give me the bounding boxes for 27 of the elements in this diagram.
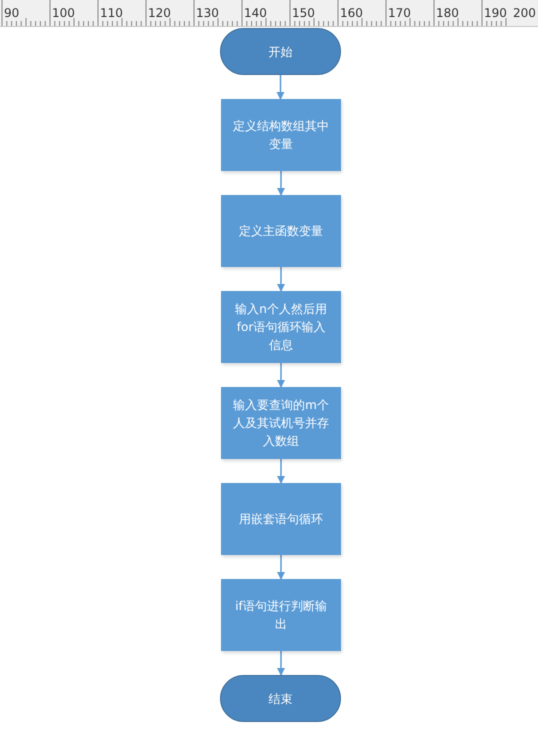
arrow	[277, 267, 285, 292]
process-box: 定义主函数变量	[221, 195, 341, 267]
process-box: 输入要查询的m个人及其试机号并存入数组	[221, 387, 341, 459]
process-box: 用嵌套语句循环	[221, 483, 341, 555]
ruler-number: 100	[52, 6, 75, 20]
arrow	[276, 75, 284, 100]
ruler-number: 170	[388, 6, 411, 20]
arrow	[277, 651, 285, 676]
ruler-number: 180	[436, 6, 459, 20]
ruler-number: 130	[196, 6, 219, 20]
ruler-number: 150	[292, 6, 315, 20]
ruler-number: 200	[513, 6, 536, 20]
ruler-number: 140	[244, 6, 267, 20]
ruler-number: 160	[340, 6, 363, 20]
arrow	[277, 459, 285, 484]
process-box: if语句进行判断输出	[221, 579, 341, 651]
arrow	[277, 555, 285, 580]
terminal-shape: 开始	[220, 28, 341, 75]
ruler-number: 190	[484, 6, 507, 20]
arrow	[277, 171, 285, 196]
process-box: 定义结构数组其中变量	[221, 99, 341, 171]
arrow	[277, 363, 285, 388]
terminal-shape: 结束	[220, 675, 341, 722]
ruler-number: 120	[148, 6, 171, 20]
process-box: 输入n个人然后用for语句循环输入信息	[221, 291, 341, 363]
ruler-number: 90	[4, 6, 20, 20]
ruler-number: 110	[100, 6, 123, 20]
